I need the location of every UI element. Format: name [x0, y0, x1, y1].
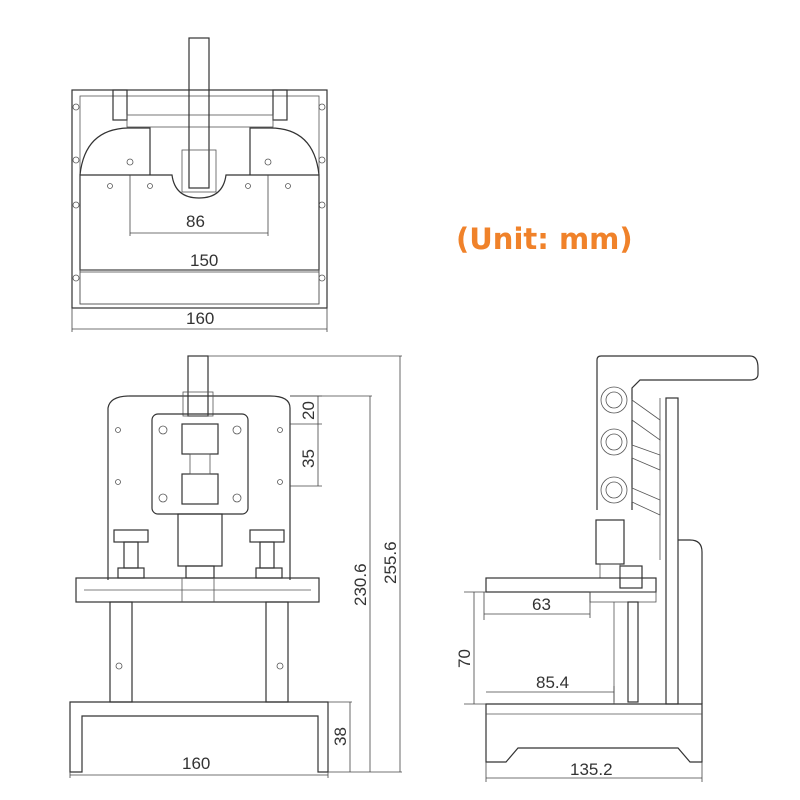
top-view: 86 150 160	[71, 37, 328, 332]
front-view: 20 35 230.6 255.6 38 160	[69, 355, 402, 778]
side-dim-85-4: 85.4	[536, 673, 569, 692]
front-dim-35: 35	[299, 449, 318, 468]
front-dim-230-6: 230.6	[351, 563, 370, 606]
top-dim-150: 150	[190, 251, 218, 270]
front-dim-38: 38	[331, 727, 350, 746]
front-dim-160: 160	[182, 754, 210, 773]
top-dim-86: 86	[186, 212, 205, 231]
side-dim-70: 70	[455, 649, 474, 668]
side-view: 63 70 85.4 135.2	[455, 355, 759, 782]
top-dim-160: 160	[186, 309, 214, 328]
front-dim-255-6: 255.6	[381, 541, 400, 584]
side-dim-63: 63	[532, 595, 551, 614]
front-dim-20: 20	[299, 401, 318, 420]
side-dim-135-2: 135.2	[570, 760, 613, 779]
unit-label: (Unit: mm)	[456, 222, 633, 256]
